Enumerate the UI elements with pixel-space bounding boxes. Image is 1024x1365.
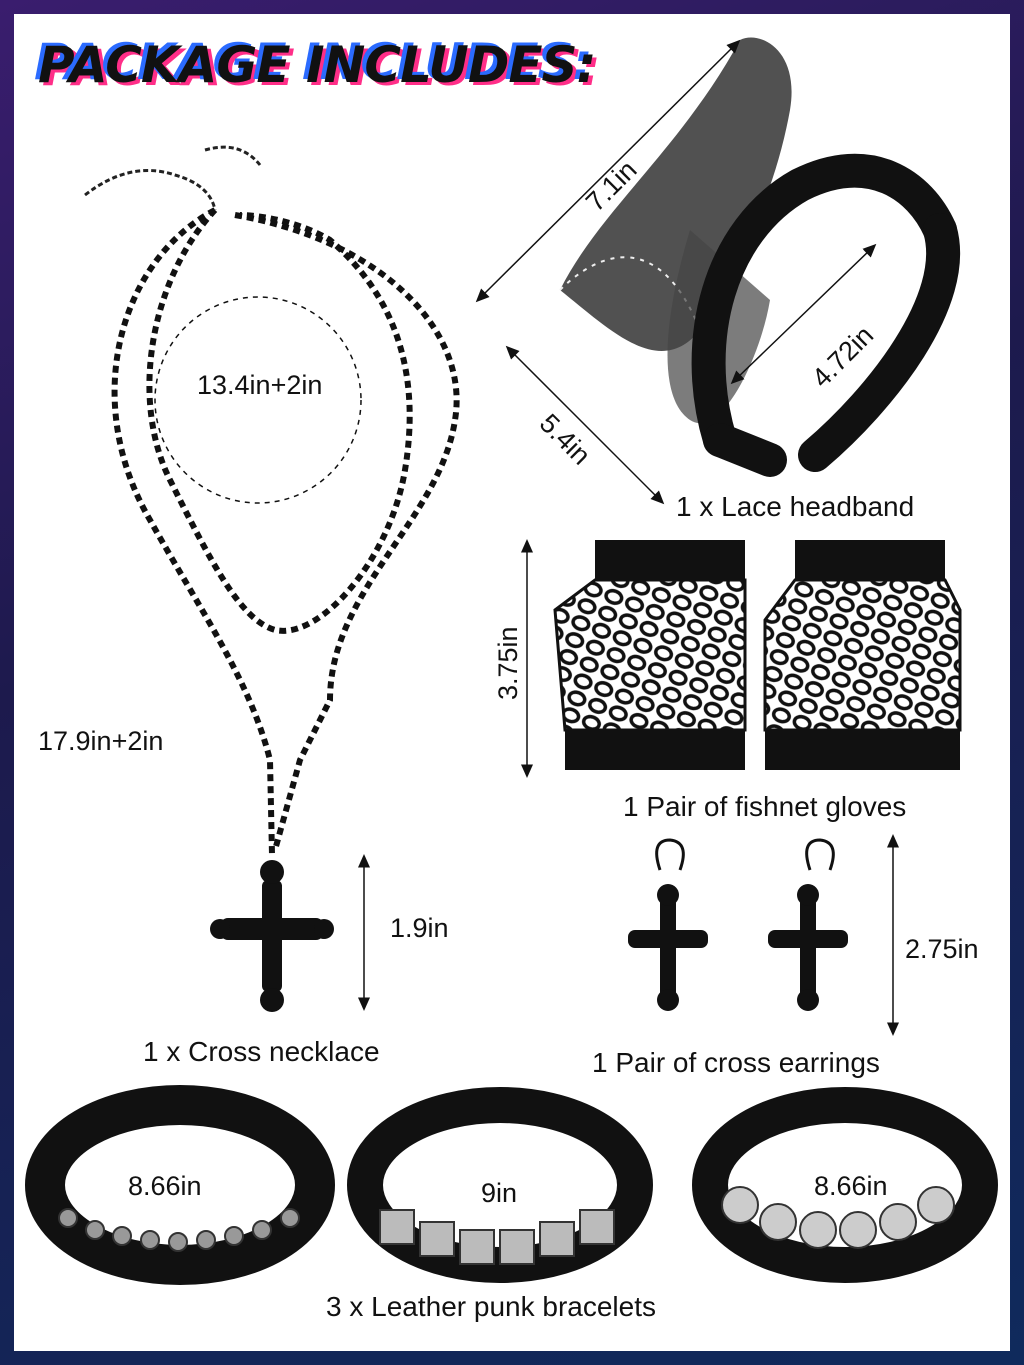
necklace-caption: 1 x Cross necklace (143, 1036, 380, 1067)
page-title: PACKAGE INCLUDES: (38, 36, 596, 94)
bracelet-right-length: 8.66in (814, 1171, 888, 1201)
cross-height: 1.9in (390, 913, 449, 943)
bracelet-left-length: 8.66in (128, 1171, 202, 1201)
headband-caption: 1 x Lace headband (676, 491, 915, 522)
gloves-height: 3.75in (493, 626, 523, 700)
fishnet-gloves-image (553, 540, 962, 770)
bracelets-caption: 3 x Leather punk bracelets (326, 1291, 656, 1322)
cross-necklace-image (84, 145, 460, 1012)
earrings-caption: 1 Pair of cross earrings (592, 1047, 880, 1078)
earrings-height: 2.75in (905, 934, 979, 964)
necklace-outer-length: 17.9in+2in (38, 726, 164, 756)
cross-pendant-icon (210, 860, 334, 1012)
gloves-caption: 1 Pair of fishnet gloves (623, 791, 907, 822)
leather-bracelets-image (25, 1085, 998, 1285)
dimension-arrows (358, 39, 899, 1036)
cross-earrings-image (628, 838, 848, 1011)
lace-headband-image (559, 37, 961, 477)
necklace-inner-length: 13.4in+2in (197, 370, 323, 400)
bracelet-middle-length: 9in (481, 1178, 518, 1208)
